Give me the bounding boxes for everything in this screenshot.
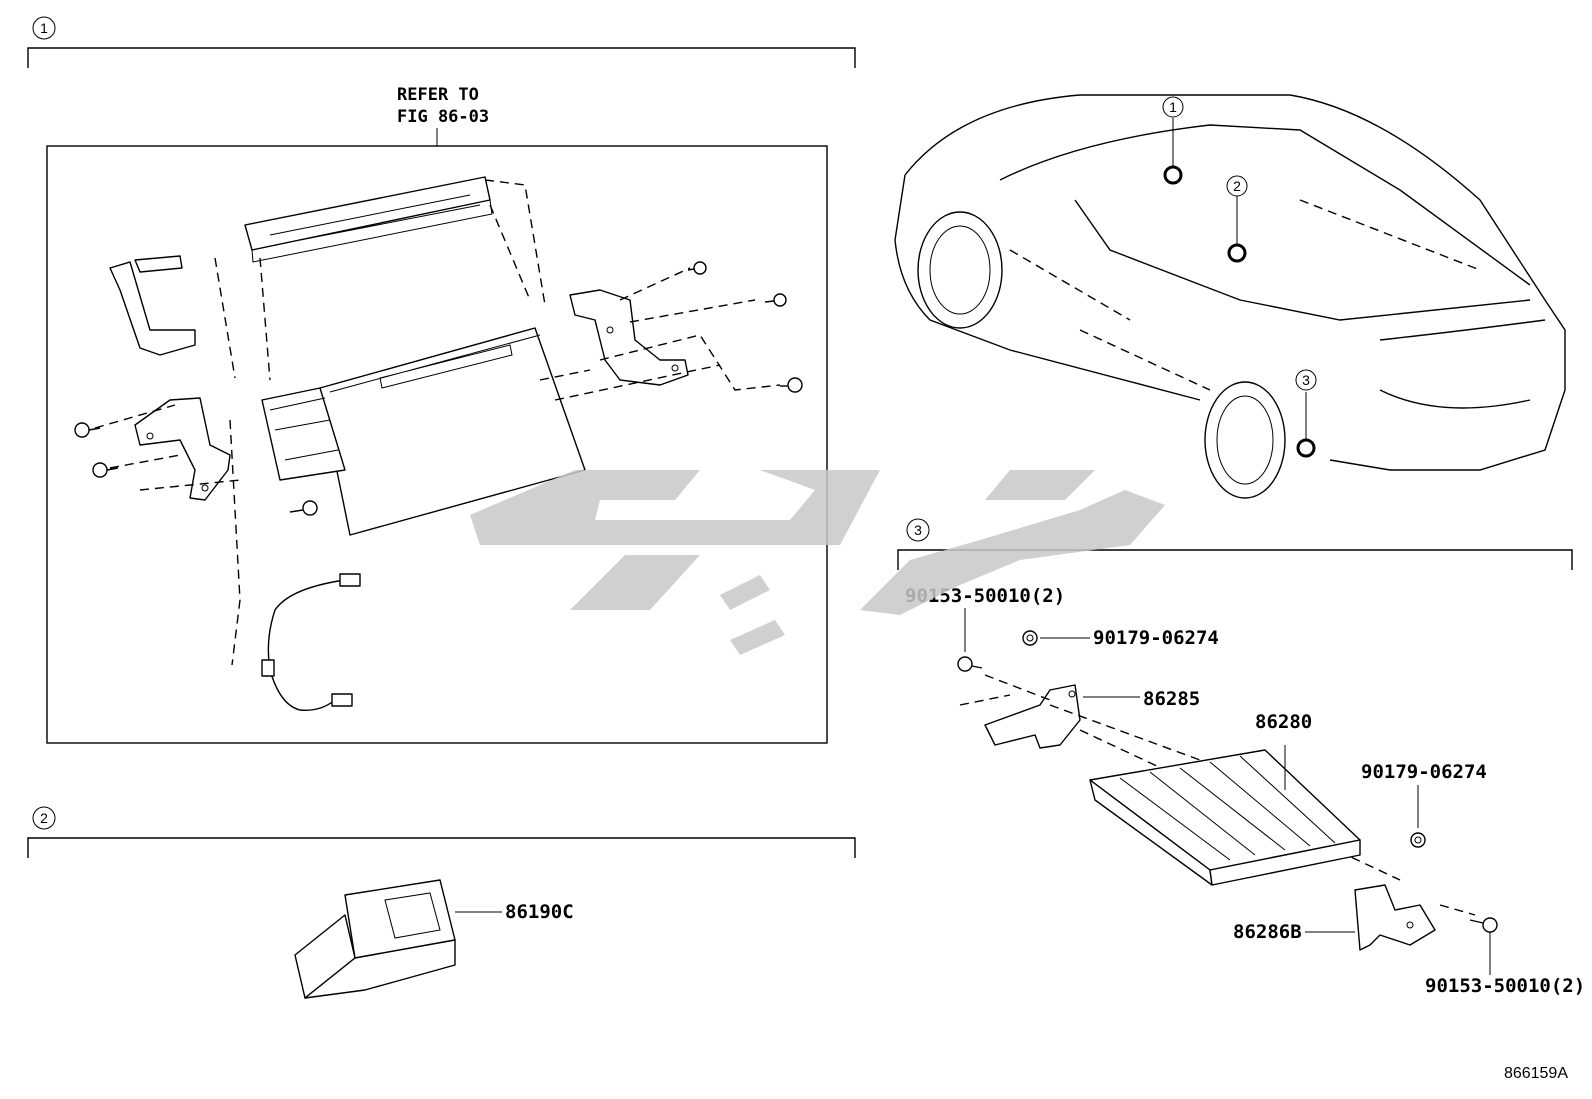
- vehicle-marker-2[interactable]: 2: [1226, 175, 1248, 263]
- section-1-marker-label: 1: [40, 20, 48, 36]
- section-3-bracket: [897, 549, 1573, 570]
- nut-top-label[interactable]: 90179-06274: [1093, 627, 1219, 649]
- screw-1d[interactable]: [74, 422, 101, 438]
- screw-1c[interactable]: [780, 377, 803, 393]
- refer-to-text: REFER TO: [397, 85, 479, 105]
- left-mount-bracket[interactable]: [134, 397, 231, 501]
- vehicle-marker-1-label: 1: [1169, 99, 1177, 115]
- vehicle-marker-3-label: 3: [1302, 372, 1310, 388]
- left-upper-bracket[interactable]: [109, 255, 196, 356]
- section-1-bracket: [27, 47, 856, 68]
- module-86280[interactable]: [1089, 749, 1361, 886]
- section-2-marker-label: 2: [40, 810, 48, 826]
- bracket-86285[interactable]: [984, 684, 1081, 749]
- right-mount-bracket[interactable]: [569, 289, 689, 386]
- display-cable[interactable]: [261, 573, 361, 711]
- screw-1f[interactable]: [289, 500, 318, 516]
- section-1: 1 REFER TO FIG 86-03: [27, 16, 856, 744]
- screw-1e[interactable]: [92, 462, 119, 478]
- display-bezel-strip[interactable]: [244, 176, 493, 263]
- part-86285-label[interactable]: 86285: [1143, 688, 1200, 710]
- bracket-86286B[interactable]: [1354, 884, 1436, 951]
- screw-1a[interactable]: [687, 261, 707, 275]
- nut-top[interactable]: [1022, 630, 1038, 646]
- vehicle-marker-3[interactable]: 3: [1295, 369, 1317, 458]
- nut-right-label[interactable]: 90179-06274: [1361, 761, 1487, 783]
- part-86190C-illustration[interactable]: [294, 879, 456, 999]
- section-2: 2 86190C: [27, 806, 856, 999]
- vehicle-marker-1[interactable]: 1: [1162, 96, 1184, 185]
- refer-fig-text[interactable]: FIG 86-03: [397, 107, 489, 127]
- watermark-logo: [470, 470, 1165, 655]
- section-1-marker[interactable]: 1: [32, 16, 56, 40]
- part-86190C-label[interactable]: 86190C: [505, 901, 574, 923]
- nut-right[interactable]: [1410, 832, 1426, 848]
- rear-wheel: [1204, 381, 1286, 499]
- front-wheel: [917, 211, 1003, 329]
- bolt-bottom[interactable]: [1469, 917, 1498, 933]
- section-2-bracket: [27, 837, 856, 858]
- section-3: 3 90153-50010(2) 90179-06274 86285 86280…: [897, 518, 1585, 997]
- display-unit[interactable]: [261, 327, 586, 536]
- bolt-top[interactable]: [957, 656, 983, 672]
- part-86286B-label[interactable]: 86286B: [1233, 921, 1302, 943]
- bolt-bottom-label[interactable]: 90153-50010(2): [1425, 975, 1585, 997]
- vehicle-locator: 1 2 3: [894, 94, 1566, 499]
- section-1-frame: [46, 145, 828, 744]
- part-86280-label[interactable]: 86280: [1255, 711, 1312, 733]
- screw-1b[interactable]: [764, 293, 787, 307]
- section-2-marker[interactable]: 2: [32, 806, 56, 830]
- vehicle-marker-2-label: 2: [1233, 178, 1241, 194]
- section-3-marker-label: 3: [914, 522, 922, 538]
- figure-code: 866159A: [1504, 1065, 1568, 1082]
- section-3-marker[interactable]: 3: [906, 518, 930, 542]
